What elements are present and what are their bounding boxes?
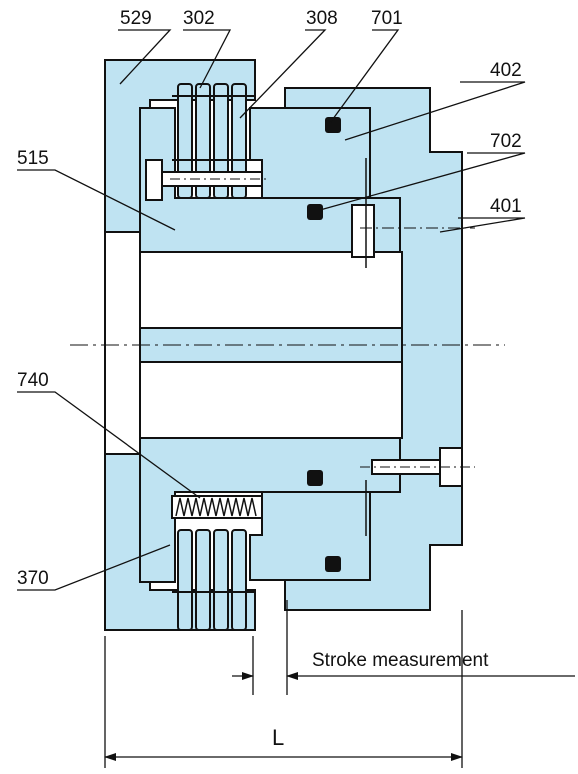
label-529: 529 [120, 8, 152, 29]
seal-702 [307, 204, 323, 220]
pin-401 [351, 204, 475, 258]
disc-pack-upper [172, 83, 262, 199]
label-701: 701 [371, 8, 403, 29]
label-402: 402 [490, 60, 522, 81]
spring-740 [171, 495, 263, 519]
length-label: L [272, 725, 285, 750]
o-ring-seals [307, 117, 341, 572]
stroke-measurement-label: Stroke measurement [312, 650, 489, 671]
bolt-lower-right [360, 447, 475, 487]
seal-701 [325, 117, 341, 133]
housing-face-recess [104, 231, 141, 455]
label-702: 702 [490, 131, 522, 152]
label-302: 302 [183, 8, 215, 29]
leader-lines [17, 29, 526, 591]
label-740: 740 [17, 370, 49, 391]
bolt-308 [145, 159, 270, 201]
disc-pack-lower [172, 529, 255, 631]
label-370: 370 [17, 568, 49, 589]
label-308: 308 [306, 8, 338, 29]
label-515: 515 [17, 148, 49, 169]
label-401: 401 [490, 196, 522, 217]
